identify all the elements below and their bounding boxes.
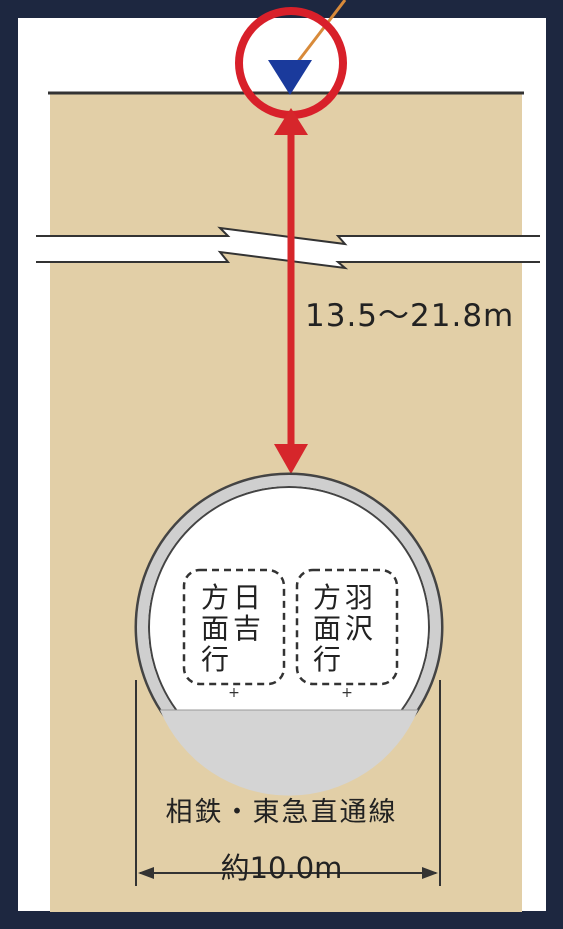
depth-arrow-head-down-icon (274, 444, 308, 474)
train-left-outline (182, 568, 286, 686)
depth-label: 13.5～21.8m (305, 298, 515, 334)
depth-arrow-head-up-icon (274, 108, 308, 135)
line-name-label: 相鉄・東急直通線 (165, 797, 398, 828)
break-line-bottom (36, 250, 540, 270)
train-left-suffix: 方面行 (201, 581, 230, 676)
width-arrow-right-icon (422, 867, 438, 879)
track-center-right-icon: + (341, 685, 353, 701)
break-line-top (36, 226, 540, 246)
water-level-marker-icon (268, 60, 312, 95)
tunnel-invert (160, 710, 418, 796)
tunnel-width-label: 約10.0m (220, 851, 343, 885)
train-right-destination: 羽沢 (345, 581, 374, 645)
train-left-destination: 日吉 (233, 581, 262, 645)
width-arrow-left-icon (138, 867, 154, 879)
train-right-suffix: 方面行 (313, 581, 342, 676)
train-right-outline (295, 568, 399, 686)
track-center-left-icon: + (228, 685, 240, 701)
